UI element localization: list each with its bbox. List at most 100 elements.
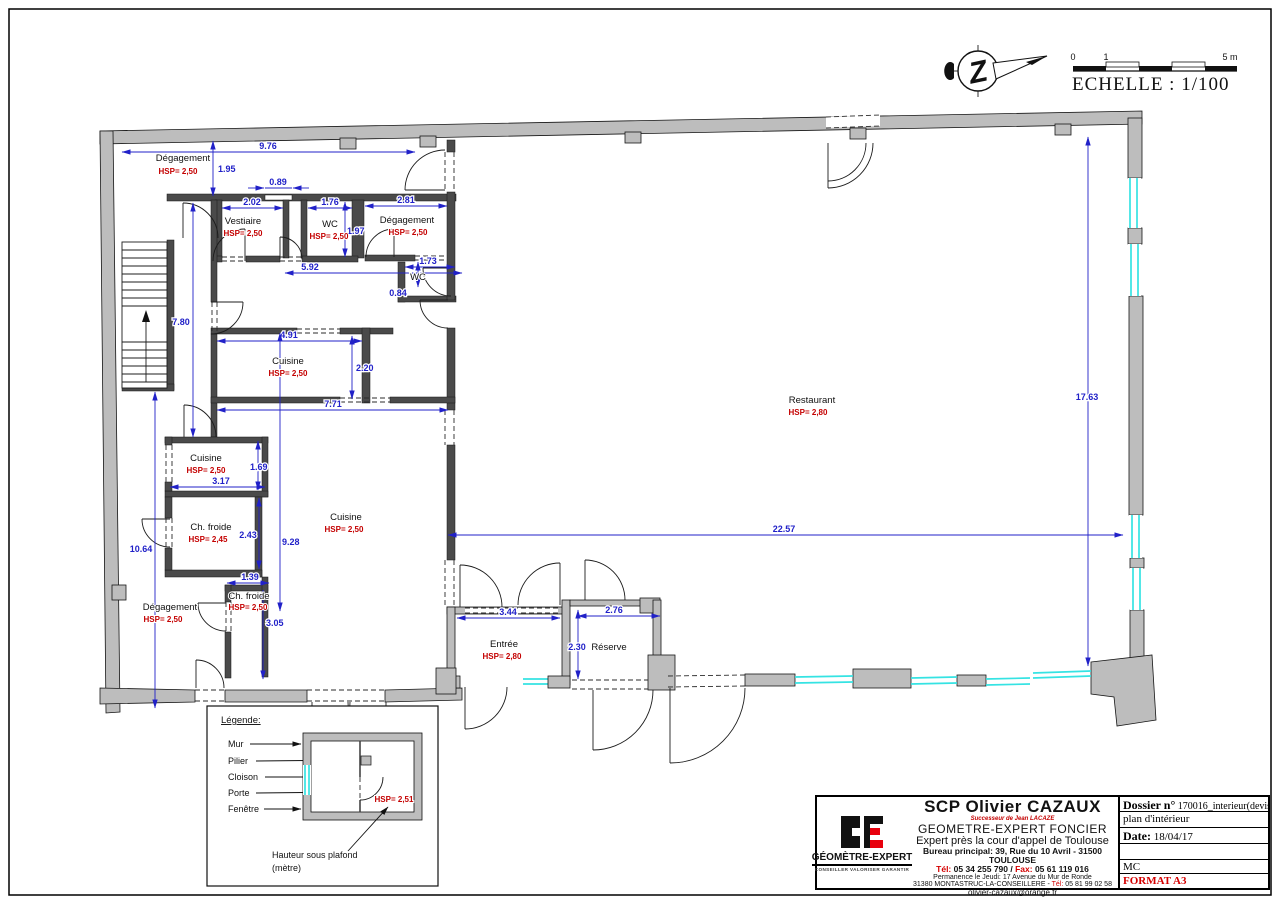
door [592, 689, 654, 751]
dimension: 2.02 [243, 197, 261, 207]
wall [744, 673, 796, 687]
dimension: 1.95 [218, 164, 236, 174]
title-block: GÉOMÈTRE-EXPERT CONSEILLER VALORISER GAR… [811, 795, 1270, 897]
door [669, 687, 746, 764]
dimension: 7.80 [172, 317, 190, 327]
door [210, 301, 244, 335]
north-pointer-tip [1026, 56, 1047, 65]
door [584, 559, 626, 601]
svg-text:HSP= 2,50: HSP= 2,50 [269, 369, 308, 378]
wall [166, 193, 457, 202]
pillar [419, 135, 437, 148]
company-details: SCP Olivier CAZAUX Successeur de Jean LA… [907, 797, 1118, 897]
legend-example-room: HSP= 2,51 [302, 732, 423, 821]
wall [364, 254, 416, 262]
door [212, 228, 246, 262]
wall [210, 396, 341, 404]
company-email: olivier-cazaux@orange.fr [967, 887, 1058, 897]
dimension: 3.44 [499, 607, 517, 617]
dimensions: 9.76 1.95 0.89 2.02 1.76 2.81 1.97 5.92 … [121, 136, 1124, 709]
svg-text:WC: WC [322, 219, 338, 230]
window [1032, 670, 1092, 679]
wall [1129, 609, 1145, 663]
wall [99, 110, 1143, 145]
logo-icon [841, 815, 883, 848]
pillar [339, 137, 357, 150]
wall [852, 668, 912, 689]
wall [224, 689, 308, 703]
wall [446, 444, 456, 561]
svg-text:HSP= 2,50: HSP= 2,50 [325, 525, 364, 534]
dimension: 7.71 [324, 399, 342, 409]
opening [572, 679, 648, 690]
dimension: 22.57 [773, 524, 796, 534]
dimension: 1.39 [241, 572, 259, 582]
opening [307, 689, 385, 702]
window [985, 677, 1031, 686]
opening [195, 689, 225, 702]
plan-title-row: plan d'intérieur [1120, 812, 1268, 828]
dimension: 1.73 [419, 256, 437, 266]
opening [465, 607, 558, 614]
svg-text:Restaurant: Restaurant [789, 395, 836, 406]
wall [245, 255, 281, 263]
window [1128, 178, 1141, 228]
wall [956, 674, 987, 687]
dimension: 2.76 [605, 605, 623, 615]
wall [164, 496, 173, 519]
wall [166, 239, 175, 391]
pillar [849, 127, 867, 140]
svg-text:HSP= 2,50: HSP= 2,50 [389, 228, 428, 237]
wall [164, 547, 173, 571]
door [182, 202, 219, 239]
wall [1129, 557, 1145, 569]
wall [446, 327, 456, 411]
logo-name: GÉOMÈTRE-EXPERT [811, 852, 913, 866]
company-line5: Permanence le Jeudi: 17 Avenue du Mur de… [933, 874, 1092, 882]
company-line2: Expert près la cour d'appel de Toulouse [916, 834, 1109, 847]
svg-text:Vestiaire: Vestiaire [225, 216, 261, 227]
door [827, 142, 874, 189]
svg-text:Ch. froide: Ch. froide [228, 591, 269, 602]
window [1128, 244, 1141, 296]
svg-text:Ch. froide: Ch. froide [190, 522, 231, 533]
wall [397, 295, 457, 303]
logo-tagline: CONSEILLER VALORISER GARANTIR [814, 866, 910, 872]
legend-item-pilier: Pilier [228, 756, 248, 766]
scale-tick-5: 5 m [1222, 52, 1237, 62]
opening [667, 674, 746, 688]
svg-text:Cuisine: Cuisine [190, 453, 222, 464]
door [195, 659, 225, 689]
svg-text:Entrée: Entrée [490, 639, 518, 650]
legend-box: Légende: Mur Pilier Cloison Porte Fenêtr… [206, 705, 439, 887]
dimension: 3.17 [212, 476, 230, 486]
svg-text:Dégagement: Dégagement [143, 602, 198, 613]
wall [282, 199, 290, 259]
wall [210, 327, 298, 335]
wall [1128, 295, 1144, 516]
svg-text:HSP= 2,50: HSP= 2,50 [144, 615, 183, 624]
wall [435, 667, 457, 695]
wall [300, 199, 308, 259]
svg-text:HSP= 2,80: HSP= 2,80 [483, 652, 522, 661]
wall [224, 631, 232, 679]
opening [211, 302, 218, 334]
svg-text:HSP= 2,50: HSP= 2,50 [187, 466, 226, 475]
company-name: SCP Olivier CAZAUX [924, 797, 1101, 816]
windows [523, 178, 1143, 686]
wall [164, 481, 173, 492]
door [365, 228, 395, 258]
wall-opening [826, 115, 880, 128]
door [197, 602, 227, 632]
door [279, 236, 303, 260]
pillar-row [339, 123, 1072, 150]
svg-text:Dégagement: Dégagement [156, 153, 211, 164]
opening [444, 152, 455, 192]
